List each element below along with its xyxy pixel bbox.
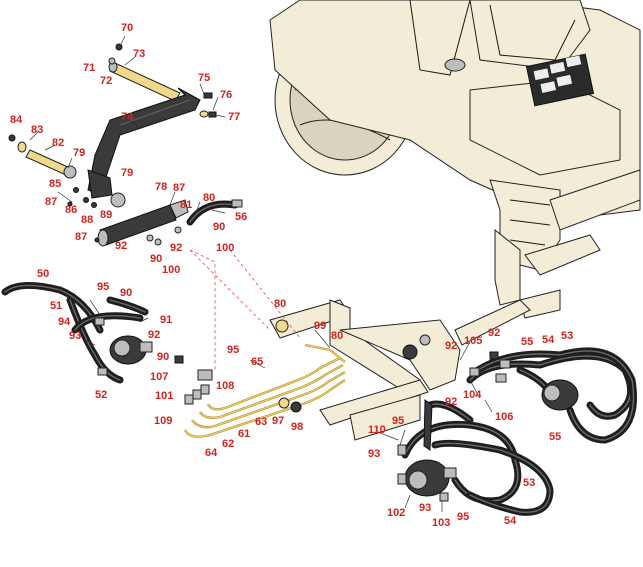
callout-87-lower: 87 (75, 231, 87, 243)
callout-72: 72 (100, 75, 112, 87)
callout-76: 76 (220, 89, 232, 101)
callout-94: 94 (58, 316, 71, 328)
callout-92-left: 92 (115, 240, 127, 252)
callout-70: 70 (121, 22, 133, 34)
callout-80-frame: 80 (274, 298, 286, 310)
left-motor-hose-group (1, 282, 153, 384)
callout-63: 63 (255, 416, 267, 428)
callout-95-lower: 95 (457, 511, 469, 523)
callout-labels: 70 73 71 72 75 76 77 74 84 83 82 79 79 8… (10, 22, 573, 529)
callout-90-top: 90 (213, 221, 225, 233)
callout-95-right: 95 (392, 415, 404, 427)
callout-51: 51 (50, 300, 62, 312)
center-motor-hose-group (397, 399, 554, 516)
callout-83: 83 (31, 124, 43, 136)
lift-arm-assembly (8, 43, 217, 208)
callout-71: 71 (83, 62, 95, 74)
callout-100-lower: 100 (162, 264, 180, 276)
callout-79-lower: 79 (121, 167, 133, 179)
callout-92-center: 92 (445, 340, 457, 352)
callout-77: 77 (228, 111, 240, 123)
machine-chassis-illustration (269, 0, 641, 319)
callout-99: 99 (314, 320, 326, 332)
callout-79-upper: 79 (73, 147, 85, 159)
callout-55-lower: 55 (549, 431, 561, 443)
callout-107: 107 (150, 371, 168, 383)
callout-93-left: 93 (69, 330, 81, 342)
callout-85: 85 (49, 178, 61, 190)
callout-91: 91 (160, 314, 172, 326)
callout-64: 64 (205, 447, 218, 459)
callout-50: 50 (37, 268, 49, 280)
callout-93-center: 93 (368, 448, 380, 460)
callout-80-lower: 80 (331, 330, 343, 342)
callout-90-cyl: 90 (150, 253, 162, 265)
center-frame (269, 299, 531, 441)
callout-110: 110 (368, 424, 386, 436)
callout-74: 74 (121, 111, 134, 123)
callout-92-right: 92 (488, 327, 500, 339)
callout-104: 104 (463, 389, 482, 401)
callout-102: 102 (387, 507, 405, 519)
callout-54-lower: 54 (504, 515, 517, 527)
callout-55-top: 55 (521, 336, 533, 348)
callout-92-cyl: 92 (170, 242, 182, 254)
reference-lines (189, 249, 301, 370)
callout-93-lower: 93 (419, 502, 431, 514)
callout-73: 73 (133, 48, 145, 60)
callout-78: 78 (155, 181, 167, 193)
callout-106: 106 (495, 411, 513, 423)
callout-87-upper: 87 (45, 196, 57, 208)
leader-lines (29, 35, 493, 512)
callout-95-center: 95 (227, 344, 239, 356)
callout-109: 109 (154, 415, 172, 427)
callout-108: 108 (216, 380, 234, 392)
callout-95-left: 95 (97, 281, 109, 293)
lift-cylinder (94, 199, 243, 247)
callout-90-left: 90 (120, 287, 132, 299)
callout-84: 84 (10, 114, 23, 126)
callout-105: 105 (464, 335, 482, 347)
callout-100-upper: 100 (216, 242, 234, 254)
callout-82: 82 (52, 137, 64, 149)
callout-87-mid: 87 (173, 182, 185, 194)
callout-54-top: 54 (542, 334, 555, 346)
callout-56: 56 (235, 211, 247, 223)
callout-61: 61 (238, 428, 250, 440)
callout-62: 62 (222, 438, 234, 450)
callout-88: 88 (81, 214, 93, 226)
callout-98: 98 (291, 421, 303, 433)
callout-65: 65 (251, 356, 263, 368)
callout-97: 97 (272, 415, 284, 427)
callout-81: 81 (180, 199, 192, 211)
callout-52: 52 (95, 389, 107, 401)
right-motor-hose-group (466, 347, 637, 444)
hydraulic-tubes (174, 343, 346, 438)
callout-90-center: 90 (157, 351, 169, 363)
callout-92-motor: 92 (148, 329, 160, 341)
callout-89: 89 (100, 209, 112, 221)
callout-53-top: 53 (561, 330, 573, 342)
callout-86: 86 (65, 204, 77, 216)
callout-92-lower: 92 (445, 396, 457, 408)
callout-101: 101 (155, 390, 173, 402)
callout-53-lower: 53 (523, 477, 535, 489)
callout-75: 75 (198, 72, 210, 84)
callout-103: 103 (432, 517, 450, 529)
callout-80-top: 80 (203, 192, 215, 204)
